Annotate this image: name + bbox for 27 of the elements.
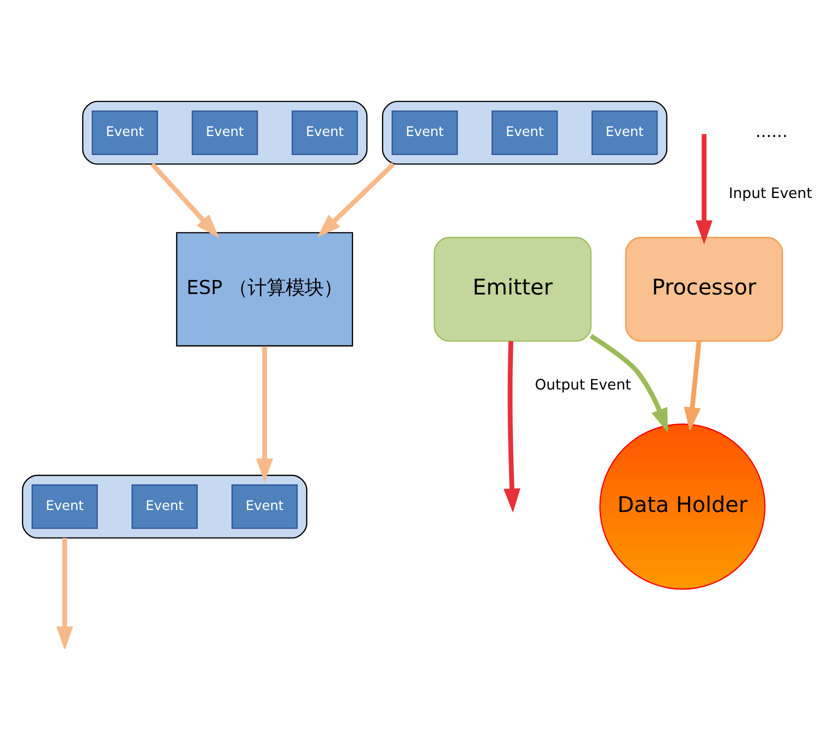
node-box: Emitter [434, 236, 592, 342]
node-box: Event [32, 484, 98, 529]
node-box: Processor [625, 236, 783, 342]
node-box: Event [231, 484, 298, 529]
arrow [256, 346, 274, 483]
arrow [504, 341, 520, 513]
cluster [22, 474, 308, 539]
cluster [82, 100, 368, 165]
edge-label: Output Event [534, 377, 632, 394]
node-box: Event [592, 110, 658, 156]
node-box: Event [132, 484, 198, 529]
edge-label: Input Event [728, 186, 812, 202]
arrow [150, 162, 220, 238]
node-box: Event [392, 110, 458, 156]
cluster [382, 100, 668, 165]
label: ...... [755, 121, 788, 142]
arrow [56, 538, 74, 649]
node-circle: Data Holder [599, 424, 766, 590]
arrow [317, 162, 396, 238]
arrow [696, 134, 713, 245]
node-box: ESP （计算模块） [176, 232, 354, 346]
node-box: Event [92, 110, 158, 156]
arrow [684, 341, 702, 432]
node-box: Event [192, 110, 258, 156]
arrow [590, 334, 668, 433]
node-box: Event [492, 110, 558, 156]
node-box: Event [292, 110, 358, 156]
